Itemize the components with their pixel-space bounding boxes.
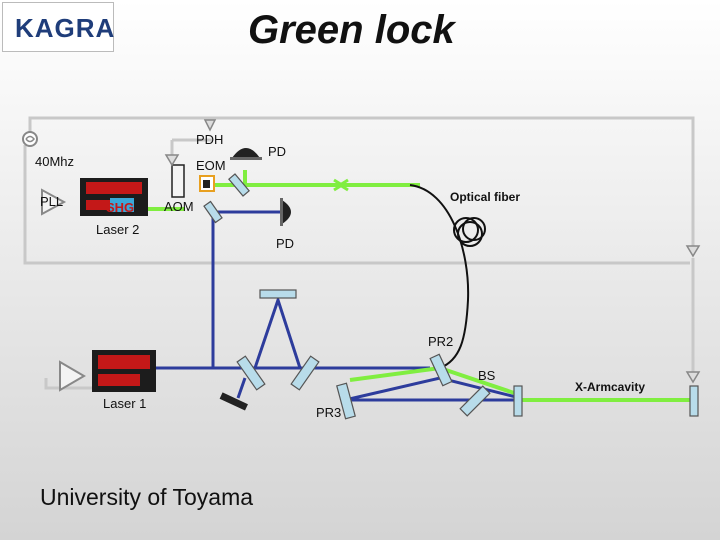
- label-pr2: PR2: [428, 334, 454, 349]
- aom-mirror: [203, 200, 223, 224]
- photodetector-mid: [280, 198, 291, 226]
- xarm-tap-icon: [685, 245, 701, 258]
- laser1-amplifier-icon: [59, 360, 86, 392]
- label-eom: EOM: [196, 158, 226, 173]
- pdh-beamsplitter: [228, 173, 250, 197]
- pr2-mirror: [429, 353, 453, 387]
- label-pd-mid: PD: [276, 236, 295, 251]
- pdh-mixer-icon: [22, 131, 38, 147]
- pdh-tap-icon: [203, 119, 217, 132]
- label-pdh: PDH: [196, 132, 224, 147]
- optical-fiber: [409, 184, 486, 369]
- laser-2: [80, 178, 148, 216]
- label-x-armcavity: X-Armcavity: [575, 380, 646, 394]
- label-bs: BS: [478, 368, 496, 383]
- label-shg: SHG: [106, 200, 135, 215]
- eom-tap-icon: [164, 154, 180, 167]
- label-laser1: Laser 1: [103, 396, 147, 411]
- beam-dump: [219, 392, 248, 411]
- signal-lines: [23, 116, 695, 390]
- xarm-end-mirror: [689, 385, 699, 417]
- periscope-mirror-top: [259, 289, 297, 299]
- label-pll: PLL: [40, 194, 64, 209]
- label-laser2: Laser 2: [96, 222, 140, 237]
- mirror-right: [290, 355, 320, 391]
- photodetector-top: [230, 148, 262, 160]
- laser-1: [92, 350, 156, 392]
- label-pd-top: PD: [268, 144, 287, 159]
- pr3-mirror: [336, 382, 356, 420]
- xarm-input-mirror: [513, 385, 523, 417]
- optical-isolator: [333, 178, 349, 192]
- mirror-left: [236, 355, 266, 391]
- bs-mirror: [459, 385, 491, 417]
- logo-text: KAGRA: [15, 13, 116, 43]
- label-aom: AOM: [164, 199, 194, 214]
- laser1-signal-line: [44, 378, 92, 390]
- xarm-end-tap-icon: [685, 371, 701, 384]
- label-pr3: PR3: [316, 405, 342, 420]
- pll-amplifier-icon: [41, 188, 67, 216]
- pdh-signal-line: [28, 116, 695, 248]
- page-title: Green lock: [248, 8, 455, 52]
- green-beam: [135, 170, 693, 402]
- label-freq: 40Mhz: [35, 154, 75, 169]
- kagra-logo: KAGRA: [2, 2, 114, 52]
- footer-affiliation: University of Toyama: [40, 484, 254, 510]
- label-optical-fiber: Optical fiber: [450, 190, 521, 204]
- eom-icon: [171, 164, 215, 198]
- feedback-signal-line: [23, 145, 690, 265]
- mirrors: [203, 173, 699, 420]
- pdh-to-eom-line: [170, 138, 212, 155]
- signal-taps: [164, 119, 701, 384]
